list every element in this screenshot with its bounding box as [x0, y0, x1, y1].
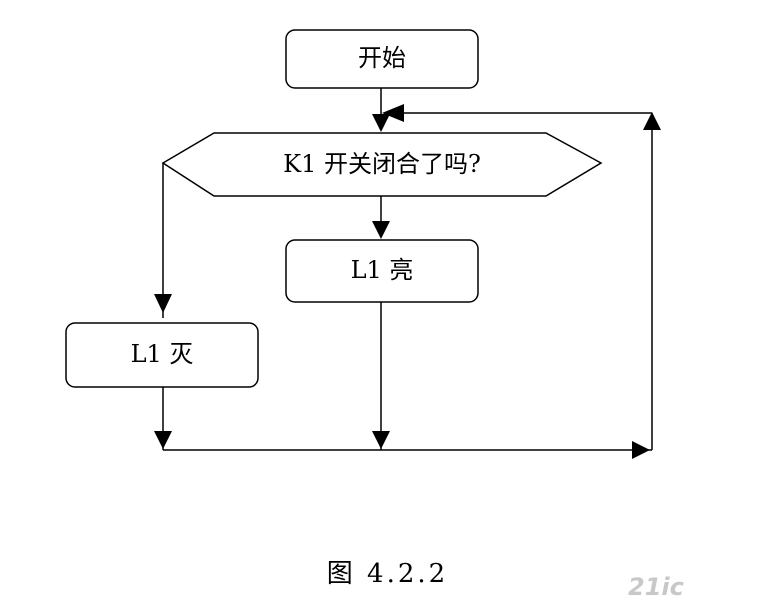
arrowhead-into-l1-on	[372, 221, 390, 239]
l1-on-node: L1 亮	[285, 239, 479, 303]
l1-off-node: L1 灭	[65, 322, 259, 388]
arrowhead-loop-up	[643, 112, 661, 130]
arrowhead-l1-on-merge	[372, 431, 390, 449]
decision-node: K1 开关闭合了吗?	[161, 132, 603, 197]
start-node: 开始	[285, 29, 479, 89]
start-node-label: 开始	[358, 44, 406, 72]
arrowhead-loop-return	[382, 104, 404, 122]
arrowhead-bottom-right	[632, 441, 650, 459]
l1-on-node-label: L1 亮	[351, 256, 414, 284]
arrowhead-into-decision	[372, 114, 390, 132]
decision-node-label: K1 开关闭合了吗?	[283, 150, 481, 178]
arrowhead-into-l1-off	[154, 294, 172, 313]
watermark-logo: 21ic	[628, 573, 684, 601]
l1-off-node-label: L1 灭	[131, 340, 194, 368]
figure-caption: 图 4.2.2	[326, 559, 449, 589]
arrowhead-l1-off-merge	[154, 431, 172, 449]
